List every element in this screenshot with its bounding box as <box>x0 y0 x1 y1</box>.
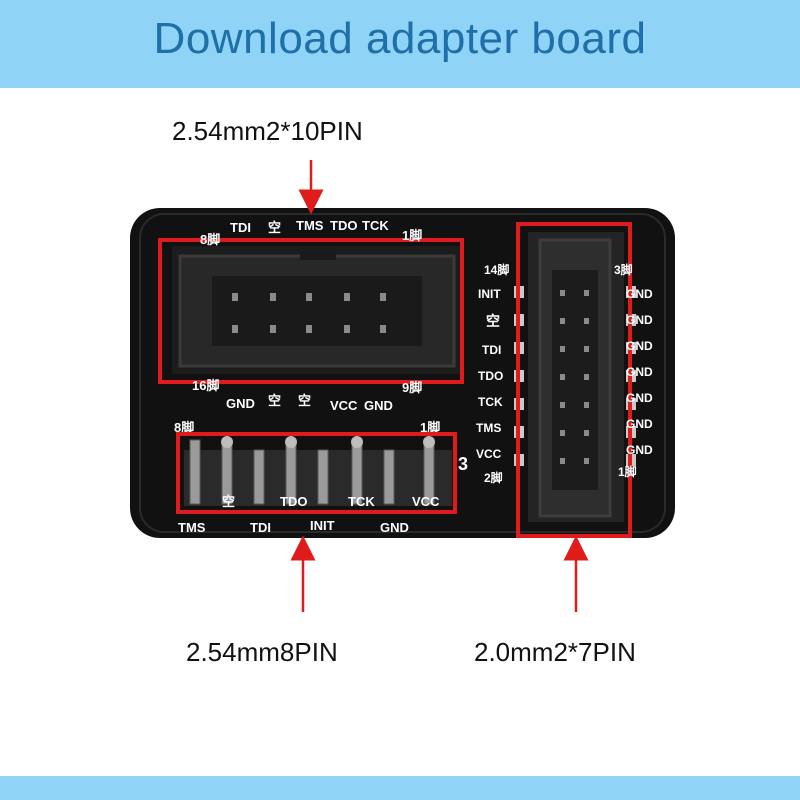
silk-1-pin-mid: 1脚 <box>420 420 440 435</box>
silk-nc-2: 空 <box>298 393 311 409</box>
silk-tdo-side: TDO <box>478 369 503 383</box>
silk-init-side: INIT <box>478 287 501 301</box>
silk-16-pin: 16脚 <box>192 378 219 393</box>
silk-tdo-top: TDO <box>330 218 357 233</box>
silk-gnd-r1: GND <box>626 287 653 301</box>
silk-nc-mid: 空 <box>222 494 235 510</box>
silk-tck-side: TCK <box>478 395 503 409</box>
silk-gnd-r4: GND <box>626 365 653 379</box>
silk-tck-top: TCK <box>362 218 389 233</box>
silk-tck-mid: TCK <box>348 494 375 509</box>
silk-vcc-side: VCC <box>476 447 502 461</box>
silk-gnd-r6: GND <box>626 417 653 431</box>
callout-2x10-pin: 2.54mm2*10PIN <box>172 116 363 146</box>
silk-8-pin-top: 8脚 <box>200 232 220 247</box>
silk-gnd-r7: GND <box>626 443 653 457</box>
silk-gnd-r2: GND <box>626 313 653 327</box>
silk-8-pin-mid: 8脚 <box>174 420 194 435</box>
silk-3-pin-side: 3脚 <box>614 262 633 277</box>
silk-tdi-top: TDI <box>230 220 251 235</box>
silk-tdo-mid: TDO <box>280 494 307 509</box>
silk-tms-top: TMS <box>296 218 324 233</box>
silk-init-bottom: INIT <box>310 518 335 533</box>
silk-pin-3: 3 <box>458 454 468 474</box>
silk-9-pin: 9脚 <box>402 380 422 395</box>
silk-vcc-mid: VCC <box>412 494 440 509</box>
silk-vcc-1: VCC <box>330 398 358 413</box>
callout-8-pin: 2.54mm8PIN <box>186 637 338 667</box>
page-title: Download adapter board <box>153 14 647 63</box>
silk-nc-top: 空 <box>268 220 281 236</box>
silk-gnd-bottom: GND <box>380 520 409 535</box>
silk-14-pin: 14脚 <box>484 262 509 277</box>
silk-gnd-1: GND <box>226 396 255 411</box>
silk-1-pin-top: 1脚 <box>402 228 422 243</box>
callout-2x7-pin: 2.0mm2*7PIN <box>474 637 636 667</box>
silk-gnd-r5: GND <box>626 391 653 405</box>
silk-nc-1: 空 <box>268 393 281 409</box>
silk-tms-bottom: TMS <box>178 520 206 535</box>
highlight-2x10 <box>158 238 464 384</box>
title-banner: Download adapter board <box>0 0 800 88</box>
header-2x7 <box>514 222 636 538</box>
header-1x8: 8脚 1脚 空 TDO TCK VCC 3 <box>174 420 468 514</box>
silk-nc-side: 空 <box>486 313 500 330</box>
silk-tdi-side: TDI <box>482 343 501 357</box>
header-2x10 <box>158 238 464 384</box>
footer-bar <box>0 776 800 800</box>
silk-2-pin: 2脚 <box>484 470 503 485</box>
silk-gnd-r3: GND <box>626 339 653 353</box>
silk-tdi-bottom: TDI <box>250 520 271 535</box>
highlight-1x8 <box>176 432 457 514</box>
silk-gnd-2: GND <box>364 398 393 413</box>
silk-1-pin-side: 1脚 <box>618 464 637 479</box>
silk-tms-side: TMS <box>476 421 501 435</box>
